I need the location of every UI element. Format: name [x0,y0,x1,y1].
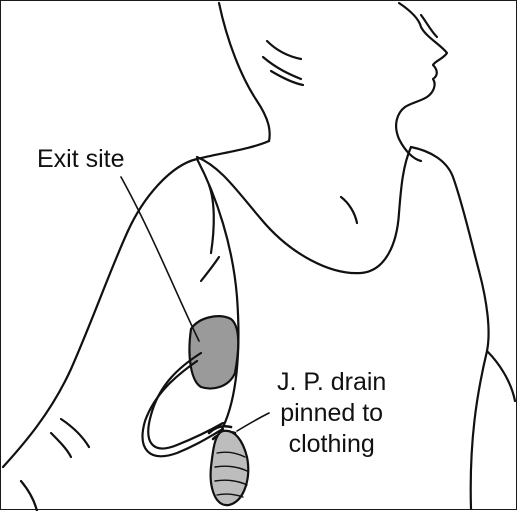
dressing [189,316,238,388]
exit-site-pointer [121,177,199,341]
drain-label: J. P. drain pinned to clothing [277,367,386,460]
armhole [197,159,238,431]
lower-arm [21,481,37,511]
arm-crease [201,257,219,281]
elbow-lines [51,419,89,457]
hair-strands [263,41,303,85]
exit-site-label: Exit site [37,144,125,175]
tanktop-strap-right [411,147,479,271]
torso-right-lower [471,351,487,509]
drain-label-line3: clothing [277,429,386,460]
shoulder-left [197,141,269,159]
chest-crease [341,197,357,223]
drain-pointer [237,413,269,431]
drain-label-line1: J. P. drain [277,367,386,398]
ear-detail [421,15,437,37]
drain-label-line2: pinned to [277,398,386,429]
torso-right [479,271,515,401]
arm-outline [3,159,197,467]
neck-left [219,3,270,141]
tanktop-neckline [197,147,411,273]
